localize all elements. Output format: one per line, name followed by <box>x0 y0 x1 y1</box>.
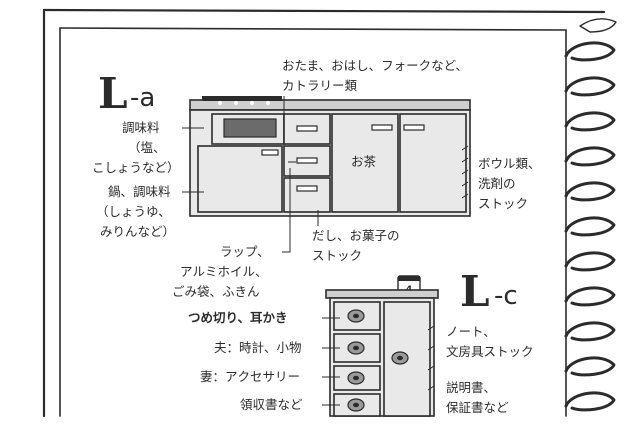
label-pot-line1: 鍋、調味料 <box>108 184 171 199</box>
spiral-ring <box>564 251 616 272</box>
label-dashi-line2: ストック <box>312 248 362 263</box>
label-wrap-line3: ごみ袋、ふきん <box>172 284 260 299</box>
label-receipt: 領収書など <box>240 397 303 412</box>
label-wrap-line1: ラップ、 <box>220 244 270 259</box>
label-husband: 夫：時計、小物 <box>214 340 302 355</box>
section-l-a: L -a おたま、おはし、フォークなど、 カトラリー類 <box>92 58 541 299</box>
label-nail: つめ切り、耳かき <box>188 310 288 325</box>
spiral-ring <box>564 356 616 377</box>
spiral-ring <box>564 41 616 62</box>
label-manual-line2: 保証書など <box>446 400 509 415</box>
label-seasoning-line2: （塩、 <box>128 140 166 155</box>
spiral-ring <box>564 286 616 307</box>
door-left-handle <box>261 149 279 156</box>
notebook-frame <box>42 8 606 418</box>
section-a-letter: L <box>98 69 128 118</box>
label-bowl-line2: 洗剤の <box>478 176 516 191</box>
label-wrap-line2: アルミホイル、 <box>180 264 268 279</box>
label-notebook-line1: ノート、 <box>446 324 496 339</box>
spiral-ring <box>564 216 616 237</box>
label-bowl-line3: ストック <box>478 196 528 211</box>
label-wife: 妻：アクセサリー <box>200 369 300 384</box>
door-tea-handle <box>371 124 393 131</box>
label-pot-line3: みりんなど） <box>100 224 175 239</box>
spiral-ring <box>564 321 616 342</box>
drawer-cabinet-top <box>325 289 439 299</box>
spiral-ring <box>564 76 616 97</box>
label-manual-line1: 説明書、 <box>446 380 496 395</box>
label-seasoning-line1: 調味料 <box>122 120 160 135</box>
spiral-ring <box>564 111 616 132</box>
cabinet-door-left <box>197 145 283 213</box>
spiral-ring <box>564 181 616 202</box>
label-pot-line2: （しょうゆ、 <box>96 204 171 219</box>
label-tea: お茶 <box>351 154 377 169</box>
label-notebook-line2: 文房具ストック <box>446 344 534 359</box>
drawer-wrap-handle <box>296 157 318 164</box>
spiral-binding <box>564 18 617 412</box>
section-c-suffix: -c <box>494 281 518 311</box>
label-cutlery-line1: おたま、おはし、フォークなど、 <box>282 58 468 73</box>
spiral-ring <box>564 391 616 412</box>
drawer-dashi <box>283 177 331 213</box>
stove-top <box>202 96 282 101</box>
drawer-dashi-handle <box>296 185 318 192</box>
oven-window <box>223 118 277 138</box>
label-cutlery-line2: カトラリー類 <box>282 78 358 93</box>
kitchen-countertop <box>189 99 471 111</box>
section-a-suffix: -a <box>130 83 155 113</box>
label-bowl-line1: ボウル類、 <box>478 156 541 171</box>
label-seasoning-line3: こしょうなど） <box>92 160 180 175</box>
door-right-handle <box>403 124 425 131</box>
section-l-c: L -c 4 つめ切り、耳かき 夫：時計、小物 妻：アクセサリー <box>188 267 534 417</box>
drawer-cutlery-handle <box>296 125 318 132</box>
label-dashi-line1: だし、お菓子の <box>312 228 400 243</box>
section-c-letter: L <box>460 267 490 316</box>
spiral-ring <box>564 146 616 167</box>
